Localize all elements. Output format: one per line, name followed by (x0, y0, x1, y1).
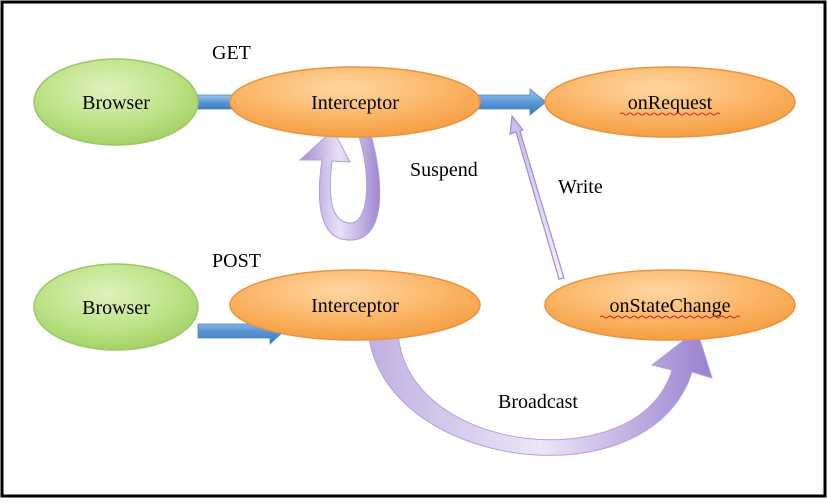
broadcast-arrow (367, 329, 713, 456)
node-interceptor-get: Interceptor (229, 66, 481, 138)
edge-label-suspend: Suspend (410, 159, 478, 181)
spellcheck-underline (619, 112, 721, 116)
node-interceptor-post: Interceptor (229, 269, 481, 341)
edge-label-broadcast: Broadcast (498, 391, 578, 413)
suspend-loop-arrow (298, 127, 381, 241)
edge-label-write: Write (558, 176, 603, 198)
node-onstatechange-label: onStateChange (609, 295, 730, 317)
spellcheck-underline (599, 315, 741, 319)
node-browser-post: Browser (33, 263, 199, 351)
get-arrow-interceptor-to-onrequest (475, 88, 547, 116)
node-onrequest-label: onRequest (628, 92, 713, 114)
node-browser-get-label: Browser (82, 92, 150, 114)
node-onrequest: onRequest (544, 66, 796, 138)
node-browser-get: Browser (33, 58, 199, 146)
node-onstatechange: onStateChange (544, 269, 796, 341)
node-interceptor-get-label: Interceptor (311, 92, 399, 114)
node-interceptor-post-label: Interceptor (311, 295, 399, 317)
edge-label-get: GET (212, 42, 251, 64)
write-arrow (509, 114, 565, 280)
node-browser-post-label: Browser (82, 297, 150, 319)
edge-label-post: POST (212, 250, 261, 272)
